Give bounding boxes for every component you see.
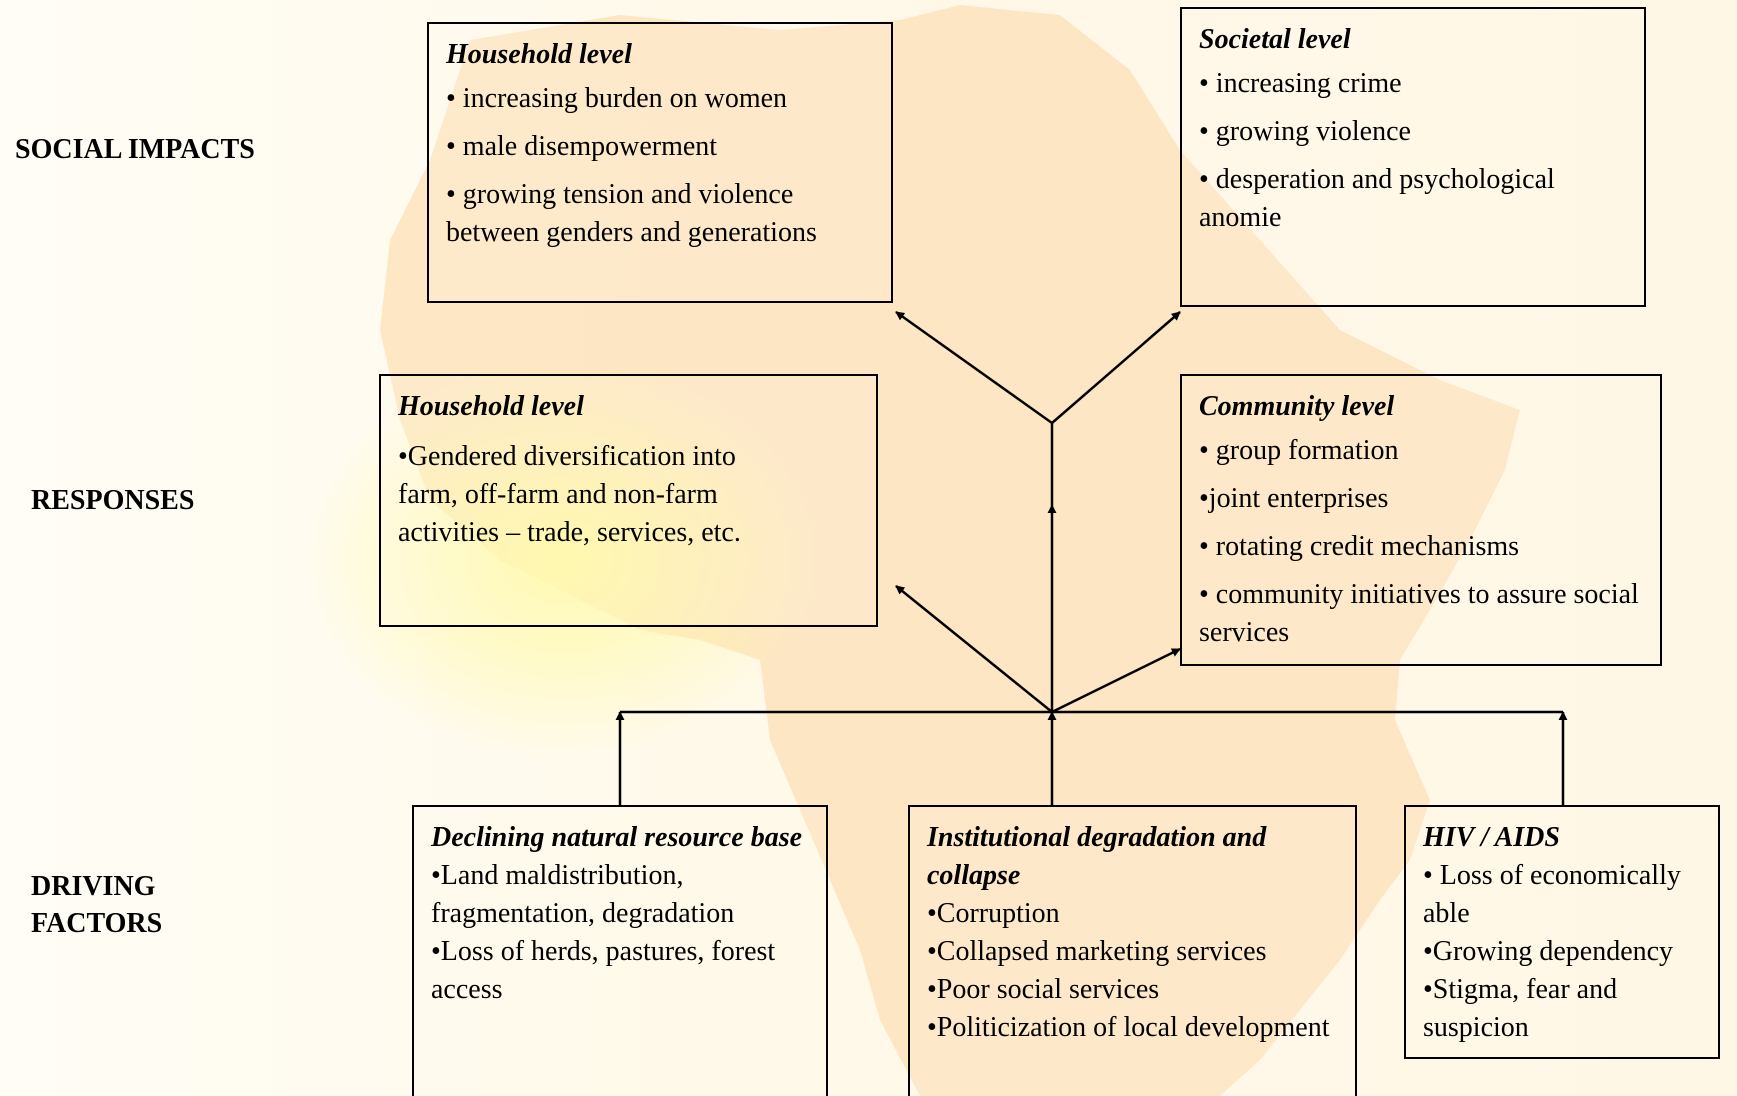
list-item: • group formation [1199,435,1399,466]
box-title: Community level [1199,391,1395,422]
arrow-to-household-responses [895,585,1053,713]
list-item: •Poor social services [927,974,1160,1005]
list-item: • Loss of economically able [1423,860,1681,929]
driving-hiv-aids-box: HIV / AIDS • Loss of economically able •… [1404,805,1720,1059]
list-item: • increasing burden on women [446,83,788,114]
row-label-responses: RESPONSES [31,485,195,516]
list-item: •Land maldistribution, fragmentation, de… [431,860,735,929]
box-title: Household level [398,391,584,422]
list-item: • increasing crime [1199,68,1402,99]
driving-institutional-box: Institutional degradation and collapse •… [908,805,1357,1096]
row-label-social-impacts: SOCIAL IMPACTS [15,134,255,165]
list-item: • male disempowerment [446,131,718,162]
list-item: •Corruption [927,898,1060,929]
responses-household-box: Household level •Gendered diversificatio… [379,374,878,627]
box-title: Institutional degradation and collapse [927,822,1267,891]
social-impacts-household-box: Household level • increasing burden on w… [427,22,893,303]
box-title: HIV / AIDS [1423,822,1560,853]
list-item: •Growing dependency [1423,936,1674,967]
responses-community-box: Community level • group formation •joint… [1180,374,1662,666]
social-impacts-societal-box: Societal level • increasing crime • grow… [1180,7,1646,307]
list-item: •Gendered diversification into farm, off… [398,441,741,548]
list-item: •Stigma, fear and suspicion [1423,974,1618,1043]
list-item: • rotating credit mechanisms [1199,531,1520,562]
arrow-to-societal-impacts [1051,311,1181,424]
list-item: •Collapsed marketing services [927,936,1267,967]
list-item: • community initiatives to assure social… [1199,579,1639,648]
box-title: Household level [446,39,632,70]
driving-natural-resource-box: Declining natural resource base •Land ma… [412,805,828,1096]
list-item: •joint enterprises [1199,483,1389,514]
arrow-to-household-impacts [895,310,1053,425]
box-title: Societal level [1199,24,1351,55]
list-item: • growing tension and violence between g… [446,179,817,248]
list-item: •Loss of herds, pastures, forest access [431,936,776,1005]
box-title: Declining natural resource base [431,822,803,853]
list-item: • desperation and psychological anomie [1199,164,1555,233]
row-label-driving-factors: DRIVING FACTORS [31,871,163,939]
list-item: •Politicization of local development [927,1012,1330,1043]
africa-shape [380,5,1520,1096]
arrow-to-community-responses [1051,647,1181,714]
list-item: • growing violence [1199,116,1411,147]
highlight-glow [300,360,820,760]
